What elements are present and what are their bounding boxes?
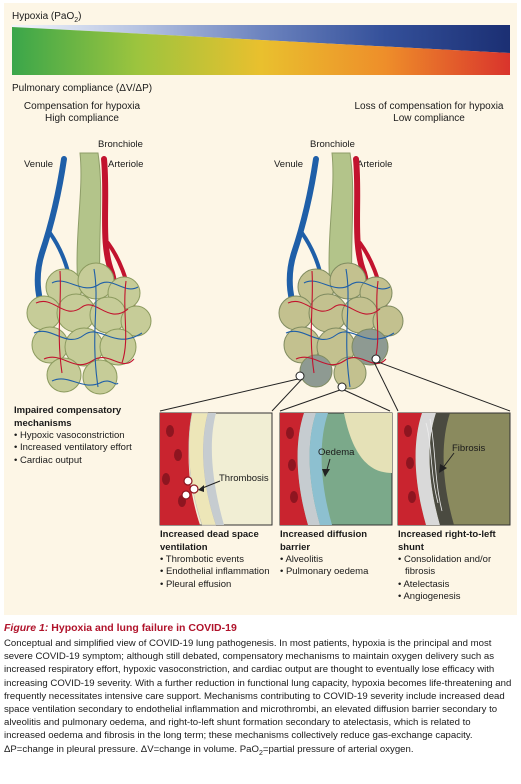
left-capillary-net — [33, 268, 143, 388]
figure-title: Hypoxia and lung failure in COVID-19 — [51, 622, 237, 634]
callout-line-2b — [343, 389, 391, 412]
impaired-title: Impaired compensatory mechanisms — [14, 405, 122, 429]
arteriole-label-left: Arteriole — [108, 159, 144, 170]
arteriole-label-right: Arteriole — [357, 159, 393, 170]
fibrosis-strands — [425, 418, 443, 512]
lung-illustrations — [26, 152, 511, 526]
panel-item: Thrombotic events — [160, 554, 278, 566]
figure-caption: Figure 1: Hypoxia and lung failure in CO… — [4, 622, 514, 760]
compliance-wedge — [12, 27, 510, 75]
callout-line-1b — [271, 378, 303, 412]
impaired-mechanisms: Impaired compensatory mechanisms Hypoxic… — [14, 405, 154, 467]
caption-title: Figure 1: Hypoxia and lung failure in CO… — [4, 622, 514, 635]
zoom-panel-shunt — [397, 412, 511, 526]
callout-line-2a — [279, 389, 341, 412]
panel-item: Consolidation and/or fibrosis — [398, 554, 513, 579]
callout-line-3a — [373, 361, 399, 412]
compliance-label: Pulmonary compliance (ΔV/ΔP) — [12, 83, 153, 94]
caption-body: Conceptual and simplified view of COVID-… — [4, 638, 512, 757]
callout-dot-2 — [337, 382, 347, 392]
impaired-item: Cardiac output — [14, 455, 154, 467]
hypoxia-wedge — [12, 25, 510, 53]
callout-line-1a — [159, 378, 299, 412]
callout-dot-3 — [371, 354, 381, 364]
thrombosis-label: Thrombosis — [219, 473, 269, 484]
impaired-item: Increased ventilatory effort — [14, 442, 154, 454]
venule-label-right: Venule — [274, 159, 304, 170]
oedema-label: Oedema — [318, 447, 355, 458]
panel-item: Pulmonary oedema — [280, 566, 396, 578]
left-alveoli — [26, 262, 152, 395]
right-capillary-net — [285, 268, 395, 388]
hypoxia-label: Hypoxia (PaO2) — [12, 11, 82, 24]
zoom-panel-deadspace — [159, 412, 273, 526]
thrombus — [181, 476, 199, 500]
rbc-cells-3 — [404, 425, 416, 503]
panel-item: Alveolitis — [280, 554, 396, 566]
bronchiole-label-left: Bronchiole — [98, 139, 143, 150]
callout-dot-1 — [295, 371, 305, 381]
bronchiole-label-right: Bronchiole — [310, 139, 355, 150]
panel-item: Atelectasis — [398, 579, 513, 591]
gradient-bars — [12, 25, 510, 75]
right-acinus — [159, 152, 511, 412]
zoom-panel-diffusion — [279, 412, 393, 526]
venule-label-left: Venule — [24, 159, 54, 170]
right-alveoli — [278, 262, 404, 390]
rbc-cells-2 — [286, 427, 298, 503]
fibrosis-label: Fibrosis — [452, 443, 486, 454]
figure-panel: Hypoxia (PaO2) Pulmonary compliance (ΔV/… — [4, 3, 517, 615]
left-acinus — [26, 152, 152, 395]
zoom-callouts — [159, 354, 511, 412]
rbc-cells-1 — [162, 425, 186, 507]
impaired-item: Hypoxic vasoconstriction — [14, 430, 154, 442]
impaired-list: Hypoxic vasoconstriction Increased venti… — [14, 430, 154, 467]
panel-item: Endothelial inflammation — [160, 566, 278, 578]
panel-item: Angiogenesis — [398, 591, 513, 603]
figure-number: Figure 1: — [4, 622, 49, 634]
panel-item: Pleural effusion — [160, 579, 278, 591]
callout-line-3b — [377, 361, 511, 412]
